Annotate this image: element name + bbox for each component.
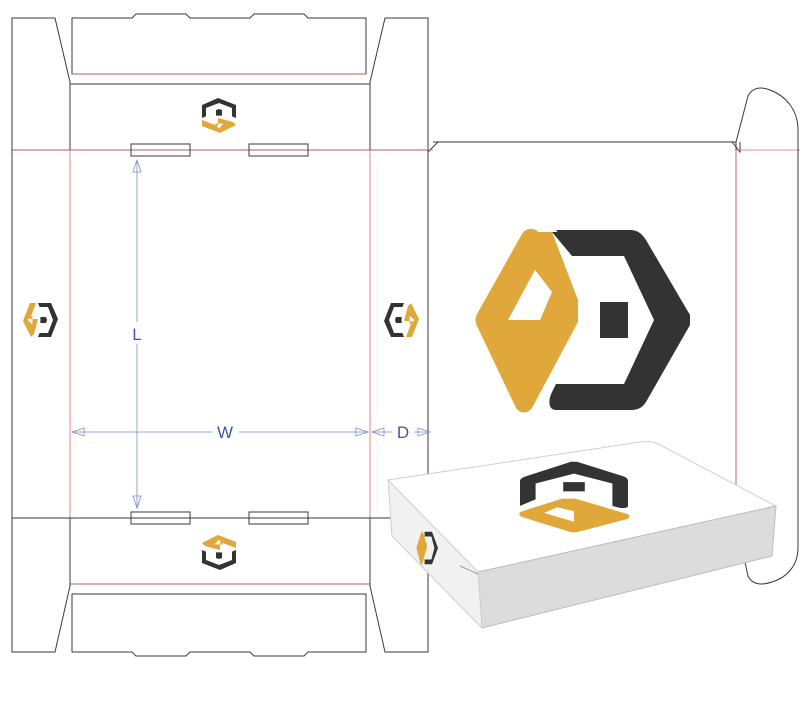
dimension-depth: D bbox=[370, 422, 432, 444]
top-tuck-flap bbox=[71, 13, 367, 75]
logo-icon bbox=[200, 531, 238, 570]
width-label: W bbox=[217, 423, 233, 442]
dimension-length: L bbox=[128, 158, 146, 510]
lid-panel bbox=[427, 87, 800, 585]
length-label: L bbox=[132, 325, 141, 344]
arrow-icon bbox=[417, 427, 432, 437]
base-panel bbox=[11, 149, 429, 519]
arrow-icon bbox=[370, 427, 385, 437]
logo-icon bbox=[200, 98, 238, 137]
lock-slot bbox=[130, 143, 191, 157]
logo-icon bbox=[416, 531, 438, 565]
arrow-icon bbox=[70, 427, 85, 437]
logo-icon bbox=[384, 301, 423, 339]
arrow-icon bbox=[132, 495, 142, 510]
arrow-icon bbox=[132, 158, 142, 173]
depth-label: D bbox=[397, 423, 409, 442]
bottom-left-dust-flap bbox=[11, 517, 71, 653]
logo-icon bbox=[475, 228, 690, 413]
box-mockup bbox=[386, 441, 778, 630]
lock-slot bbox=[248, 143, 309, 157]
arrow-icon bbox=[355, 427, 370, 437]
flat-dieline: L W D bbox=[11, 13, 432, 657]
logo-icon bbox=[19, 301, 58, 339]
top-right-dust-flap bbox=[369, 17, 429, 151]
top-left-dust-flap bbox=[11, 17, 71, 151]
lid-side-flap bbox=[735, 87, 799, 585]
dimension-width: W bbox=[70, 422, 370, 444]
bottom-tuck-flap bbox=[71, 593, 367, 657]
logo-icon bbox=[519, 461, 630, 533]
